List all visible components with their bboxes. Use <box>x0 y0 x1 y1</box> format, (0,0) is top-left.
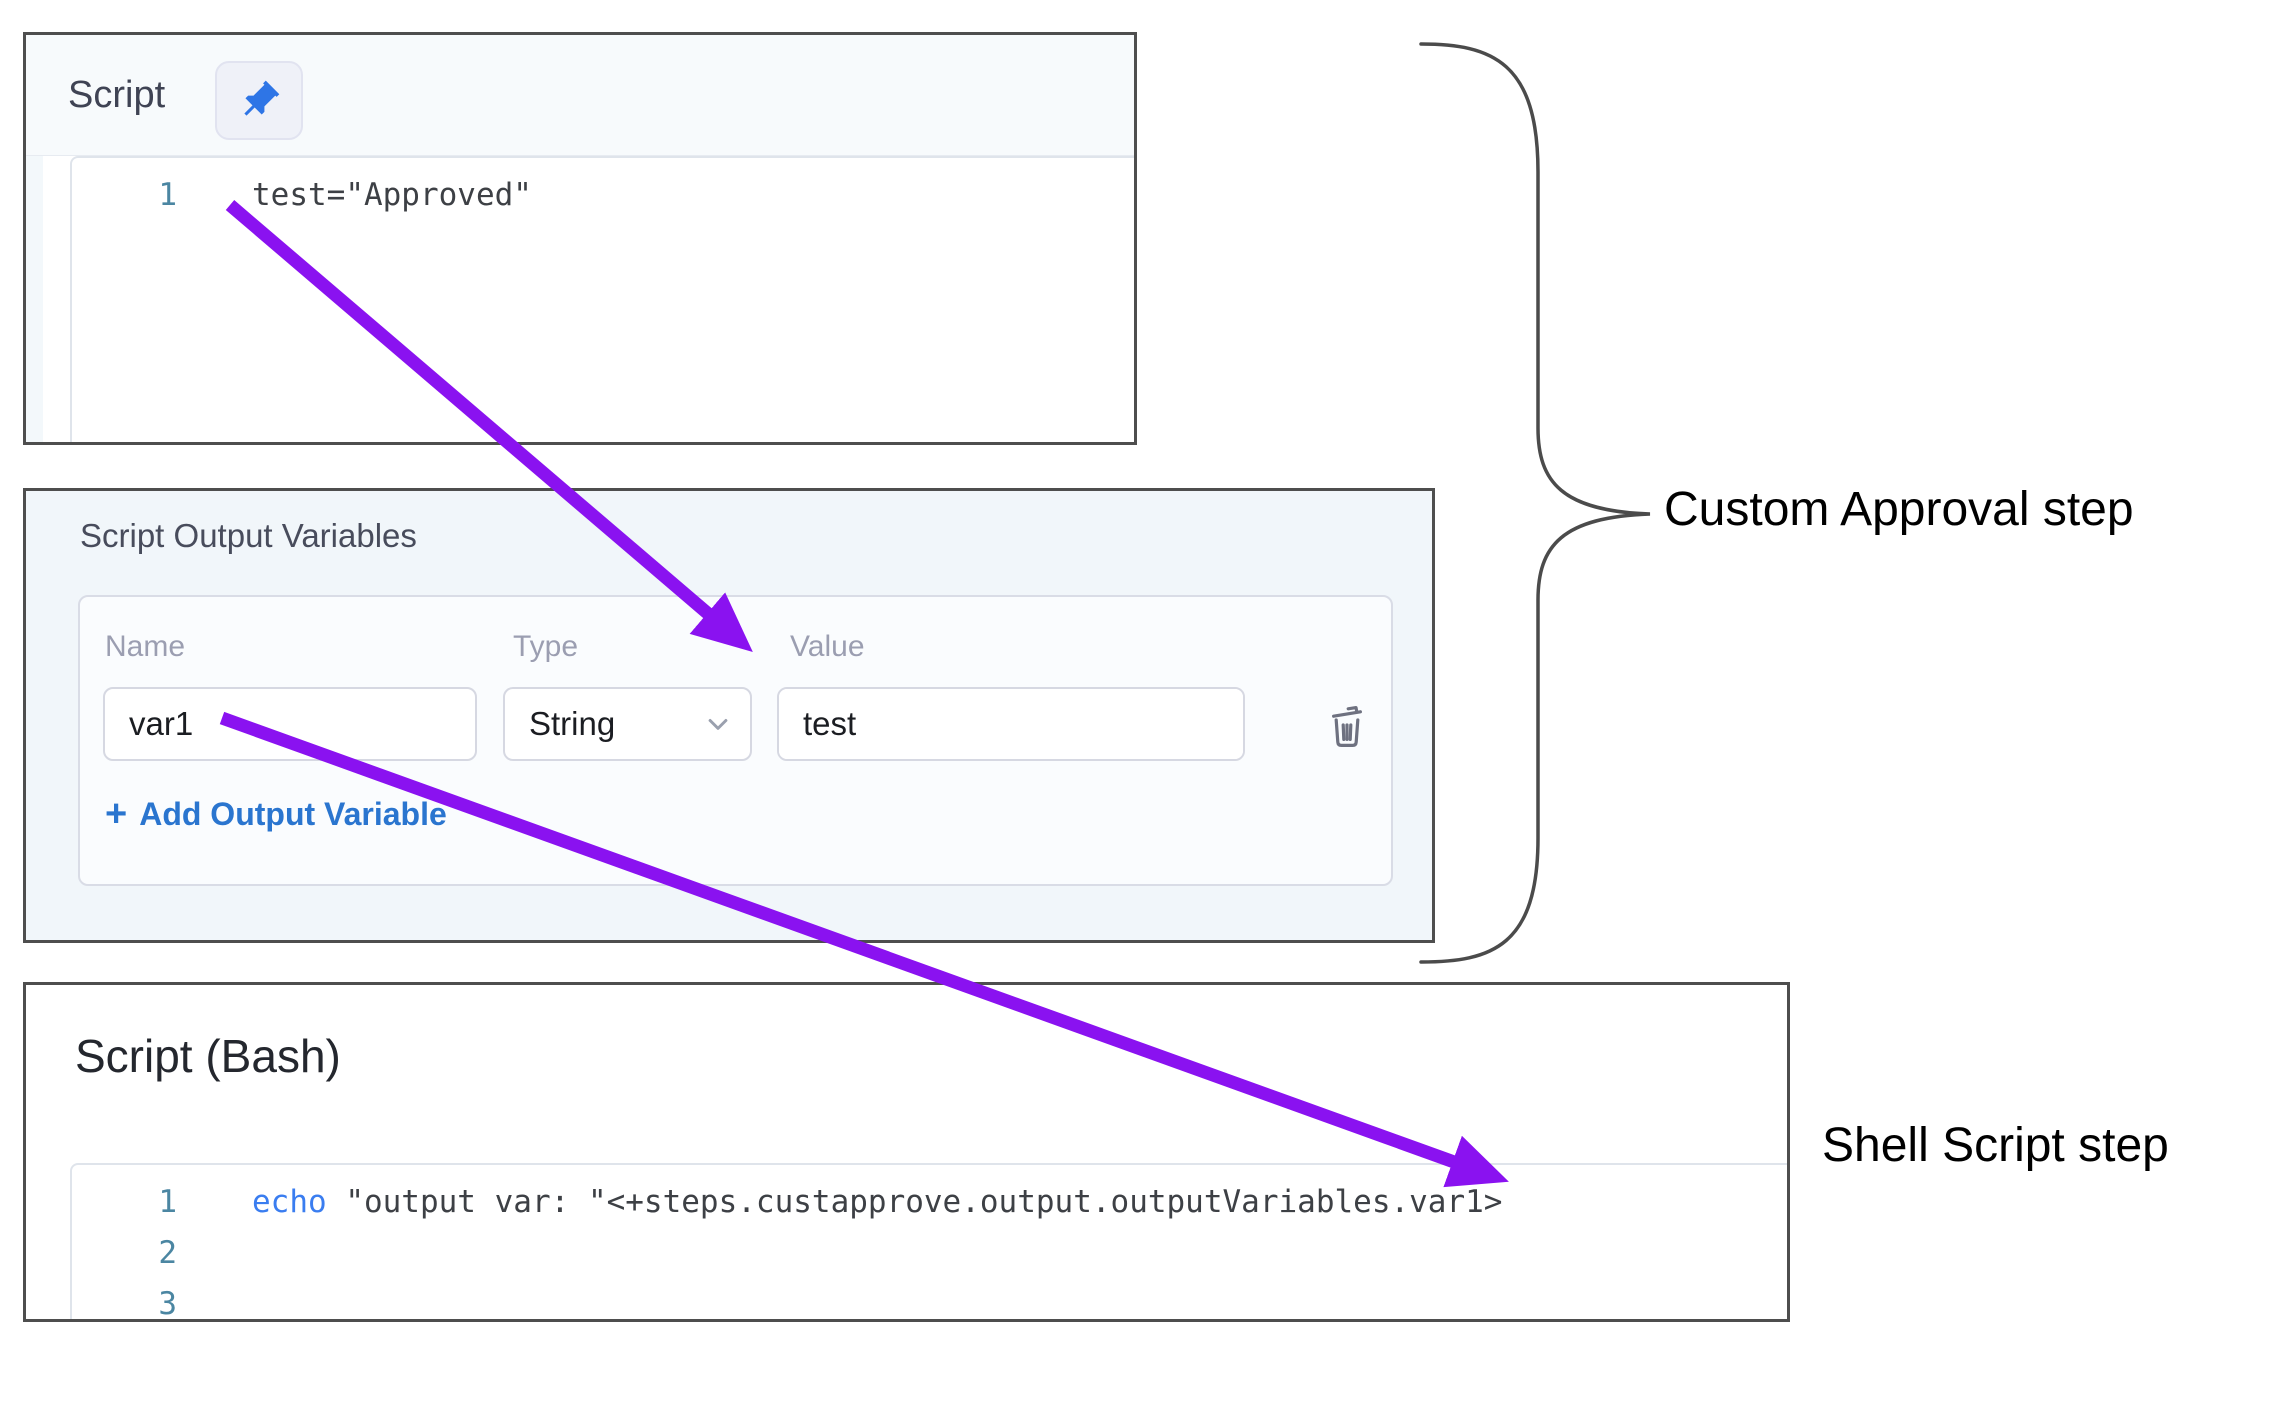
variable-name-input[interactable] <box>103 687 477 761</box>
line-number: 1 <box>158 1184 177 1220</box>
custom-approval-step-label: Custom Approval step <box>1664 483 2134 536</box>
add-output-variable-label: Add Output Variable <box>139 796 447 832</box>
editor-left-gutter-strip <box>26 156 43 442</box>
plus-icon: + <box>105 793 128 835</box>
output-variables-title: Script Output Variables <box>80 517 417 554</box>
code-line: 1 echo "output var: "<+steps.custapprove… <box>72 1177 1787 1228</box>
output-variables-panel: Script Output Variables Name Type Value … <box>23 488 1435 943</box>
script-panel-header: Script <box>26 35 1134 156</box>
pushpin-icon <box>244 80 280 116</box>
script-panel-title: Script <box>68 73 166 116</box>
variable-value-field <box>777 687 1245 761</box>
code-text: test="Approved" <box>252 177 532 213</box>
code-line: 2 <box>72 1228 1787 1279</box>
variable-value-input[interactable] <box>779 689 1243 759</box>
echo-keyword: echo <box>252 1184 327 1220</box>
code-text: echo "output var: "<+steps.custapprove.o… <box>177 1177 1502 1228</box>
bash-script-title: Script (Bash) <box>75 1030 341 1082</box>
shell-script-step-label: Shell Script step <box>1822 1119 2169 1172</box>
delete-variable-button[interactable] <box>1321 697 1373 753</box>
pin-button[interactable] <box>215 61 303 140</box>
code-line: 3 <box>72 1279 1787 1322</box>
variable-type-select[interactable]: String <box>503 687 752 761</box>
name-column-label: Name <box>105 630 186 663</box>
add-output-variable-button[interactable]: + Add Output Variable <box>105 793 447 836</box>
bash-code-editor[interactable]: 1 echo "output var: "<+steps.custapprove… <box>70 1163 1787 1322</box>
trash-icon <box>1332 706 1362 747</box>
variable-type-value: String <box>529 705 616 742</box>
code-rest: "output var: "<+steps.custapprove.output… <box>326 1184 1503 1220</box>
script-panel: Script 1 test="Approved" <box>23 32 1137 445</box>
line-number: 3 <box>158 1286 177 1322</box>
line-number: 2 <box>158 1235 177 1271</box>
value-column-label: Value <box>790 630 865 663</box>
type-column-label: Type <box>513 630 579 663</box>
code-line: 1 test="Approved" <box>72 174 1134 216</box>
curly-brace <box>1419 42 1651 964</box>
chevron-down-icon <box>708 719 728 730</box>
line-number: 1 <box>158 177 177 213</box>
bash-script-panel: Script (Bash) 1 echo "output var: "<+ste… <box>23 982 1790 1322</box>
output-variables-card: Name Type Value String <box>78 595 1393 886</box>
approval-code-editor[interactable]: 1 test="Approved" <box>70 156 1134 442</box>
